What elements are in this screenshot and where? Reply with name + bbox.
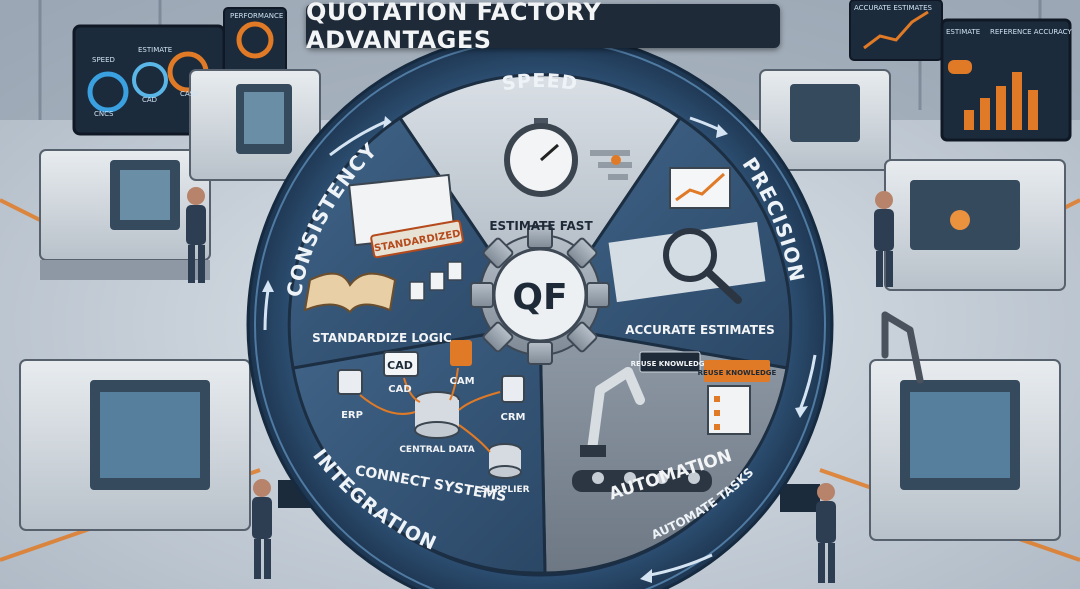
segment-caption-speed: ESTIMATE FAST (489, 219, 593, 233)
segment-speed[interactable] (397, 73, 683, 328)
stopwatch-icon (504, 118, 632, 197)
tag-reuse-knowledge-1: REUSE KNOWLEDGE (631, 360, 710, 368)
segment-caption-consistency: STANDARDIZE LOGIC (312, 331, 452, 345)
tag-reuse-knowledge-2: REUSE KNOWLEDGE (698, 369, 777, 377)
machine-top-left (39, 149, 211, 280)
page-title: QUOTATION FACTORY ADVANTAGES (306, 0, 602, 54)
dash-left-label-6: CASE (180, 90, 199, 98)
node-erp: ERP (341, 410, 363, 421)
machine-bottom-left (19, 359, 251, 531)
node-cad-box: CAD (387, 359, 413, 372)
dash-right-label-3: REFERENCE ACCURACY (990, 28, 1072, 36)
machine-bottom-right (869, 359, 1061, 541)
magnifier-chart-icon (608, 167, 766, 304)
dash-right-label-1: ACCURATE ESTIMATES (854, 4, 933, 12)
dash-left-label-5: CAD (142, 96, 157, 104)
machine-top-right (759, 69, 891, 171)
book-icon (303, 173, 464, 314)
right-dashboard (849, 0, 1072, 142)
segment-title-speed: SPEED (500, 70, 578, 95)
machine-top-center-left (189, 69, 321, 181)
node-supplier: SUPPLIER (480, 485, 529, 495)
robot-arm-icon (572, 367, 751, 492)
robot-arm-right (881, 311, 924, 384)
svg-text:SPEED: SPEED (500, 70, 579, 95)
worker-right-top (874, 191, 894, 287)
hub-logo: QF (512, 277, 567, 318)
dash-right-label-2: ESTIMATE (946, 28, 980, 36)
integration-diagram (337, 340, 525, 479)
qf-gear-hub: QF (470, 225, 610, 365)
segment-caption-precision: ACCURATE ESTIMATES (625, 323, 775, 337)
machine-right-laser (884, 159, 1066, 291)
title-banner: QUOTATION FACTORY ADVANTAGES (306, 0, 780, 54)
node-cad: CAD (388, 384, 411, 395)
worker-left-top (186, 187, 206, 283)
dash-left-label-4: CNCS (94, 110, 114, 118)
left-dashboard (72, 7, 287, 136)
dash-left-label-1: SPEED (92, 56, 115, 64)
worker-right-bottom (780, 483, 836, 583)
node-central-data: CENTRAL DATA (399, 445, 474, 455)
node-crm: CRM (501, 412, 526, 423)
node-cam: CAM (449, 376, 474, 387)
dash-left-label-2: ESTIMATE (138, 46, 172, 54)
dash-left-label-3: PERFORMANCE (230, 12, 283, 20)
